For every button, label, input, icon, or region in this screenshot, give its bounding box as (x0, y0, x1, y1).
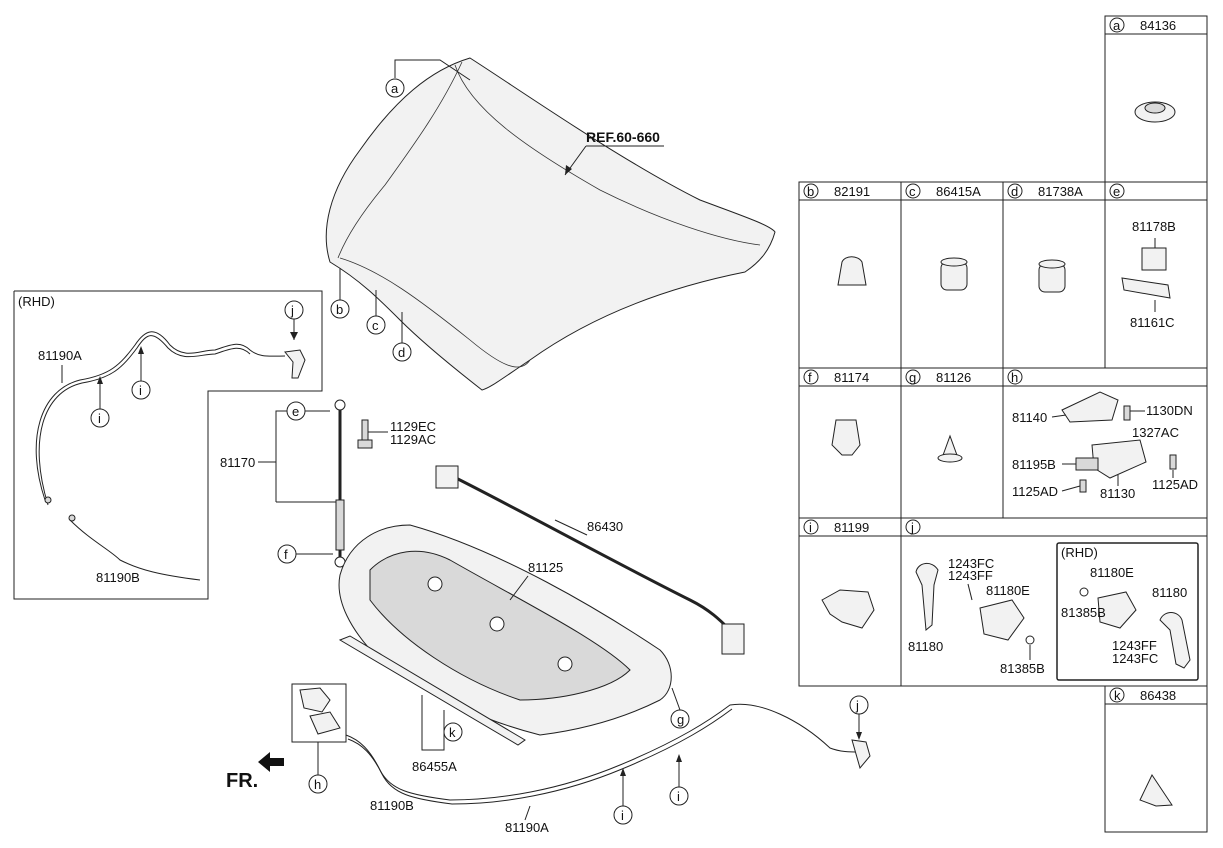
svg-text:(RHD): (RHD) (1061, 545, 1098, 560)
svg-text:81180: 81180 (908, 639, 943, 654)
svg-text:81170: 81170 (220, 455, 255, 470)
svg-text:j: j (910, 520, 914, 535)
svg-text:b: b (807, 184, 814, 199)
svg-text:j: j (855, 698, 859, 713)
svg-text:81385B: 81385B (1061, 605, 1106, 620)
svg-text:81190B: 81190B (96, 570, 140, 585)
hood-stay: 81170 e f 1129EC 1129AC (220, 399, 436, 568)
svg-text:g: g (909, 370, 916, 385)
panel-c: c 86415A (905, 183, 981, 291)
svg-text:86438: 86438 (1140, 688, 1176, 703)
svg-text:d: d (1011, 184, 1018, 199)
svg-text:1243FC: 1243FC (948, 556, 994, 571)
callout-b: b (330, 268, 350, 319)
svg-text:k: k (1114, 688, 1121, 703)
svg-text:1327AC: 1327AC (1132, 425, 1179, 440)
svg-text:1130DN: 1130DN (1146, 403, 1193, 418)
svg-text:81738A: 81738A (1038, 184, 1083, 199)
svg-text:a: a (1113, 18, 1121, 33)
svg-text:81174: 81174 (834, 370, 869, 385)
reference-label: REF.60-660 (564, 129, 664, 176)
svg-text:e: e (1113, 184, 1120, 199)
front-direction-indicator: FR. (226, 752, 284, 792)
svg-text:c: c (909, 184, 916, 199)
panel-d: d 81738A (1007, 183, 1083, 293)
panel-k: k 86438 (1109, 687, 1176, 807)
svg-text:84136: 84136 (1140, 18, 1176, 33)
panel-f: f 81174 (803, 369, 869, 456)
svg-text:1243FC: 1243FC (1112, 651, 1158, 666)
svg-text:81125: 81125 (528, 560, 563, 575)
panel-j: j 1243FC 1243FF 81180E 81180 81385B (RHD… (905, 519, 1199, 681)
svg-text:86430: 86430 (587, 519, 623, 534)
release-cable: h j 81190B 81190A i i (291, 683, 871, 835)
svg-text:1129AC: 1129AC (390, 432, 436, 447)
svg-text:86455A: 86455A (412, 759, 457, 774)
svg-text:g: g (677, 712, 684, 727)
svg-text:k: k (449, 725, 456, 740)
svg-text:81190B: 81190B (370, 798, 414, 813)
svg-text:a: a (391, 81, 399, 96)
panel-h: h 81140 1130DN 1327AC 81195B 1125AD 8113… (1007, 369, 1198, 501)
hood-insulator: 81125 g (338, 524, 690, 736)
hood-panel (325, 57, 776, 391)
svg-text:c: c (372, 318, 379, 333)
svg-text:81140: 81140 (1012, 410, 1047, 425)
svg-text:81180E: 81180E (1090, 565, 1134, 580)
rhd-inset: (RHD) j 81190A i i 81190B (13, 290, 323, 600)
svg-text:1125AD: 1125AD (1012, 484, 1058, 499)
svg-text:b: b (336, 302, 343, 317)
svg-text:81178B: 81178B (1132, 219, 1176, 234)
panel-g: g 81126 (905, 369, 971, 463)
weatherstrip: 86430 (435, 465, 745, 655)
svg-text:81190A: 81190A (505, 820, 549, 835)
svg-text:1129EC: 1129EC (390, 419, 436, 434)
svg-text:81195B: 81195B (1012, 457, 1056, 472)
svg-text:h: h (1011, 370, 1018, 385)
svg-text:1125AD: 1125AD (1152, 477, 1198, 492)
svg-text:(RHD): (RHD) (18, 294, 55, 309)
svg-text:1243FF: 1243FF (948, 568, 993, 583)
svg-text:h: h (314, 777, 321, 792)
svg-text:i: i (139, 383, 142, 398)
svg-text:81126: 81126 (936, 370, 971, 385)
svg-text:81385B: 81385B (1000, 661, 1045, 676)
panel-b: b 82191 (803, 183, 870, 286)
svg-text:1243FF: 1243FF (1112, 638, 1157, 653)
svg-text:f: f (808, 370, 812, 385)
svg-text:i: i (677, 789, 680, 804)
svg-text:81180E: 81180E (986, 583, 1030, 598)
callout-c: c (366, 290, 386, 335)
moulding-strip: k 86455A (338, 635, 526, 774)
callout-a: a (385, 59, 471, 98)
panel-e: e 81178B 81161C (1109, 183, 1176, 330)
svg-text:j: j (290, 303, 294, 318)
svg-text:i: i (809, 520, 812, 535)
callout-d: d (392, 312, 412, 362)
svg-text:81161C: 81161C (1130, 315, 1175, 330)
svg-text:82191: 82191 (834, 184, 870, 199)
svg-text:81199: 81199 (834, 520, 869, 535)
panel-a: a 84136 (1109, 17, 1176, 123)
svg-text:81130: 81130 (1100, 486, 1135, 501)
panel-i: i 81199 (803, 519, 875, 629)
svg-text:e: e (292, 404, 299, 419)
svg-text:d: d (398, 345, 405, 360)
svg-text:i: i (98, 411, 101, 426)
svg-text:81190A: 81190A (38, 348, 82, 363)
svg-text:81180: 81180 (1152, 585, 1187, 600)
svg-text:REF.60-660: REF.60-660 (586, 129, 660, 145)
svg-text:86415A: 86415A (936, 184, 981, 199)
parts-table (798, 15, 1208, 833)
svg-text:i: i (621, 808, 624, 823)
svg-text:f: f (284, 547, 288, 562)
svg-text:FR.: FR. (226, 770, 258, 792)
